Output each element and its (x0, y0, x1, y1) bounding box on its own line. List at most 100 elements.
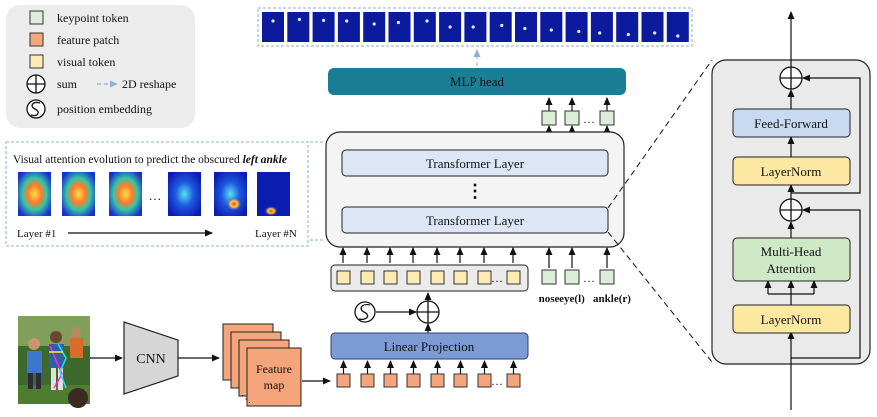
legend: keypoint token feature patch visual toke… (6, 5, 195, 128)
output-keypoint-token (564, 110, 580, 126)
feature-patch (477, 373, 492, 388)
heatmap-tile (388, 12, 411, 42)
heatmap-tile (666, 12, 689, 42)
visual-token (506, 270, 521, 285)
feature-patch (360, 373, 375, 388)
feature-map-stack: Feature map ⋱ (222, 323, 302, 407)
attention-map-1 (18, 172, 51, 216)
input-image (18, 316, 90, 408)
visual-token (383, 270, 398, 285)
keypoint-label-eye: eye(l) (559, 293, 585, 305)
heatmap-peak (626, 32, 630, 37)
keypoint-token-ankle (599, 269, 615, 285)
layer-last-label: Layer #N (255, 228, 297, 240)
heatmap-peak (676, 34, 680, 38)
transformer-layer-bottom-label: Transformer Layer (426, 213, 525, 228)
cnn-block (123, 321, 179, 395)
residual-sum-icon (779, 66, 803, 90)
legend-2d-reshape: 2D reshape (122, 77, 176, 91)
attention-evolution-panel: Visual attention evolution to predict th… (5, 141, 309, 247)
attention-panel-title-emph: left ankle (243, 154, 287, 166)
heatmap-peak (322, 18, 326, 22)
transformer-layer-top (341, 149, 609, 177)
attention-map-3 (109, 172, 142, 216)
layer-vdots: ⋮ (466, 181, 484, 201)
heatmap-tile (515, 12, 537, 42)
visual-token-ellipsis: … (491, 271, 503, 285)
attention-panel-title: Visual attention evolution to predict th… (13, 154, 287, 166)
encoder-detail: LayerNorm Multi-Head Attention LayerNorm… (711, 11, 871, 410)
output-keypoint-token (541, 110, 557, 126)
feature-map-label-line2: map (264, 378, 285, 392)
attention-label-line2: Attention (766, 261, 816, 276)
output-token-ellipsis: … (583, 112, 595, 126)
keypoint-label-nose: nose (539, 293, 560, 305)
feature-patch (506, 373, 521, 388)
visual-token (453, 270, 468, 285)
heatmap-tile (413, 12, 436, 42)
legend-background (6, 5, 195, 128)
heatmap-tile (641, 12, 664, 42)
cnn-label: CNN (136, 352, 166, 367)
visual-token (430, 270, 445, 285)
attention-label-line1: Multi-Head (761, 244, 822, 259)
feature-patch (336, 373, 351, 388)
legend-visual-token: visual token (57, 55, 115, 69)
visual-token (360, 270, 375, 285)
visual-token-swatch (29, 54, 44, 69)
residual-sum-icon (779, 198, 803, 222)
visual-tokens: … (336, 270, 521, 285)
position-embedding-icon (354, 301, 376, 323)
heatmap-tile (540, 12, 563, 42)
heatmap-peak (598, 31, 602, 35)
output-keypoint-tokens: … (541, 97, 615, 138)
keypoint-token-swatch (29, 10, 44, 25)
input-token-ellipsis: … (583, 271, 595, 285)
legend-sum: sum (57, 77, 78, 91)
heatmap-tile (616, 12, 639, 42)
attention-spot (264, 206, 278, 216)
input-keypoint-tokens: … nose eye(l) ankle(r) (539, 269, 631, 305)
heatmap-peak (271, 19, 275, 23)
feature-patch (383, 373, 398, 388)
visual-token (477, 270, 492, 285)
layer-first-label: Layer #1 (17, 228, 56, 240)
heatmap-peak (425, 19, 429, 23)
output-heatmaps (257, 7, 693, 47)
feature-patch (430, 373, 445, 388)
legend-position-embedding: position embedding (57, 102, 152, 116)
heatmap-tile (565, 12, 588, 42)
heatmap-peak (653, 31, 657, 35)
heatmap-peak (549, 28, 553, 32)
feature-patch-ellipsis: … (491, 374, 503, 388)
heatmap-peak (448, 25, 452, 29)
position-embedding-icon (26, 99, 46, 119)
heatmap-peak (523, 26, 527, 31)
visual-token (406, 270, 421, 285)
feed-forward-label: Feed-Forward (754, 116, 828, 131)
mlp-head-label: MLP head (450, 74, 505, 89)
layernorm-bottom-label: LayerNorm (761, 312, 822, 327)
feature-patch-swatch (29, 32, 44, 47)
heatmap-peak (396, 20, 400, 25)
sum-icon (26, 74, 46, 94)
linear-projection-label: Linear Projection (384, 339, 475, 354)
feature-map-dots: ⋱ (241, 394, 251, 405)
heatmap-peak (500, 23, 504, 28)
keypoint-token-nose (541, 269, 557, 285)
heatmap-peak (372, 22, 376, 26)
zoom-line-bottom (607, 231, 713, 363)
linear-projection-block (330, 332, 529, 360)
feature-patches: … (336, 360, 521, 388)
heatmap-tile (312, 12, 335, 42)
keypoint-token-eye (564, 269, 580, 285)
legend-feature-patch: feature patch (57, 33, 119, 47)
heatmap-strip-border (257, 7, 693, 47)
layernorm-top-label: LayerNorm (761, 164, 822, 179)
heatmap-tile (287, 12, 310, 42)
zoom-line-top (607, 59, 713, 209)
attention-map-2 (62, 172, 95, 216)
attention-panel-title-prefix: Visual attention evolution to predict th… (13, 154, 243, 166)
heatmap-peak (471, 25, 475, 29)
